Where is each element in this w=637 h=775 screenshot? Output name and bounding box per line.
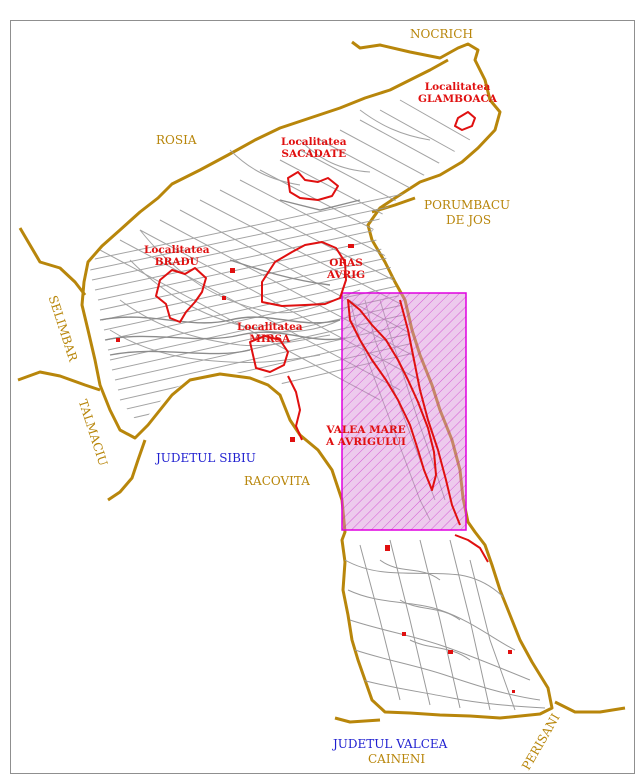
label-oras-avrig: ORAS AVRIG (327, 257, 366, 281)
label-nocrich: NOCRICH (410, 27, 473, 41)
label-localitatea-mirsa: Localitatea MIRSA (237, 321, 303, 345)
label-localitatea-glamboaca: Localitatea GLAMBOACA (418, 81, 497, 105)
label-caineni: CAINENI (368, 752, 426, 766)
label-judetul-valcea: JUDETUL VALCEA (333, 737, 448, 751)
map-frame (10, 20, 635, 774)
label-localitatea-bradu: Localitatea BRADU (144, 244, 210, 268)
label-valea-mare-a-avrigului: VALEA MARE A AVRIGULUI (326, 424, 406, 448)
label-porumbacu-line1: PORUMBACU (424, 198, 511, 212)
locality-small-marks (116, 244, 515, 693)
label-rosia: ROSIA (156, 133, 197, 147)
road-network-south (344, 539, 546, 711)
admin-boundary (17, 40, 626, 724)
label-localitatea-sacadate: Localitatea SACADATE (281, 136, 347, 160)
label-racovita: RACOVITA (244, 474, 310, 488)
locality-polygons (155, 111, 489, 563)
label-judetul-sibiu: JUDETUL SIBIU (156, 451, 256, 465)
road-network-north-dense (99, 199, 361, 356)
label-porumbacu-line2: DE JOS (446, 213, 492, 227)
